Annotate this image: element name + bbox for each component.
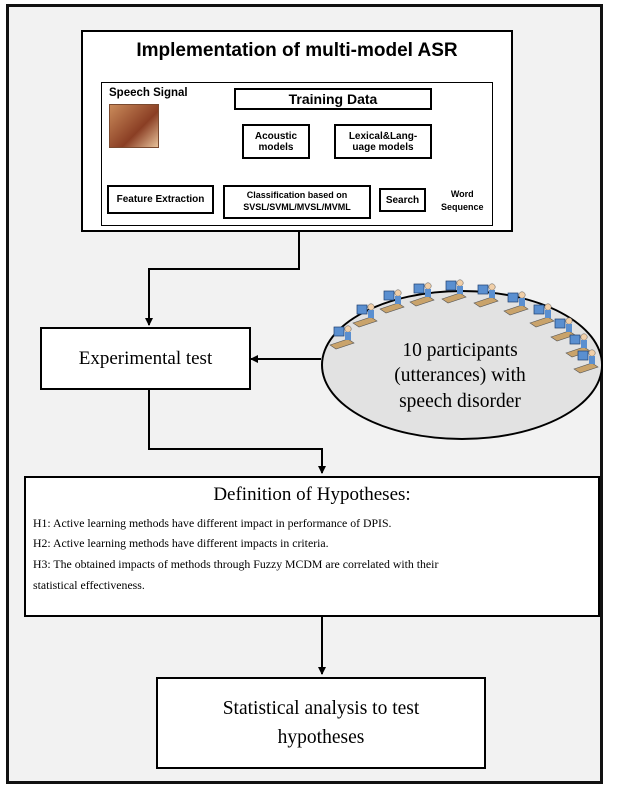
speech-signal-label: Speech Signal	[109, 87, 188, 99]
participants-text: 10 participants (utterances) with speech…	[354, 338, 566, 414]
analysis-line1: Statistical analysis to test	[222, 697, 420, 719]
participants-icons	[329, 279, 599, 374]
asr-inner-box	[101, 82, 493, 226]
search-box: Search	[379, 188, 426, 212]
participant-icon	[473, 283, 499, 308]
classification-label-line1: Classification based on	[246, 190, 348, 201]
experimental-test-box: Experimental test	[40, 327, 251, 390]
participant-icon	[379, 289, 405, 314]
diagram-frame: Implementation of multi-model ASR Speech…	[6, 4, 603, 784]
hypotheses-box: Definition of Hypotheses: H1: Active lea…	[24, 476, 600, 617]
word-sequence-line1: Word	[450, 189, 474, 199]
participant-icon	[409, 282, 435, 307]
speech-signal-image	[109, 104, 159, 148]
participants-line2: (utterances) with	[394, 365, 526, 387]
asr-title: Implementation of multi-model ASR	[136, 40, 458, 61]
hypothesis-h2: H2: Active learning methods have differe…	[33, 536, 329, 551]
training-data-box: Training Data	[234, 88, 432, 110]
participant-icon	[329, 325, 355, 350]
statistical-analysis-box: Statistical analysis to test hypotheses	[156, 677, 486, 769]
acoustic-models-label: Acoustic models	[254, 130, 298, 153]
analysis-line2: hypotheses	[277, 727, 365, 748]
participants-line1: 10 participants	[402, 340, 518, 361]
hypothesis-h3: H3: The obtained impacts of methods thro…	[33, 557, 439, 572]
participant-icon	[550, 317, 576, 342]
hypothesis-h3-continued: statistical effectiveness.	[33, 577, 145, 592]
hypotheses-title: Definition of Hypotheses:	[213, 484, 411, 505]
classification-box: Classification based on SVSL/SVML/MVSL/M…	[223, 185, 371, 219]
search-label: Search	[385, 194, 420, 206]
classification-label-line2: SVSL/SVML/MVSL/MVML	[243, 202, 351, 212]
participant-icon	[503, 291, 529, 316]
participants-line3: speech disorder	[399, 390, 521, 412]
participant-icon	[352, 303, 378, 328]
training-data-label: Training Data	[288, 91, 378, 107]
word-sequence-line2: Sequence	[441, 201, 484, 212]
feature-extraction-label: Feature Extraction	[116, 194, 205, 205]
lexical-language-models-label: Lexical&Lang-uage models	[348, 130, 418, 153]
word-sequence-label: Word Sequence	[441, 188, 484, 213]
experimental-test-label: Experimental test	[78, 347, 213, 369]
participant-icon	[529, 303, 555, 328]
acoustic-models-box: Acoustic models	[242, 124, 310, 159]
feature-extraction-box: Feature Extraction	[107, 185, 214, 214]
lexical-language-models-box: Lexical&Lang-uage models	[334, 124, 432, 159]
hypothesis-h1: H1: Active learning methods have differe…	[33, 515, 392, 530]
participant-icon	[441, 279, 467, 304]
participant-icon	[573, 349, 599, 374]
